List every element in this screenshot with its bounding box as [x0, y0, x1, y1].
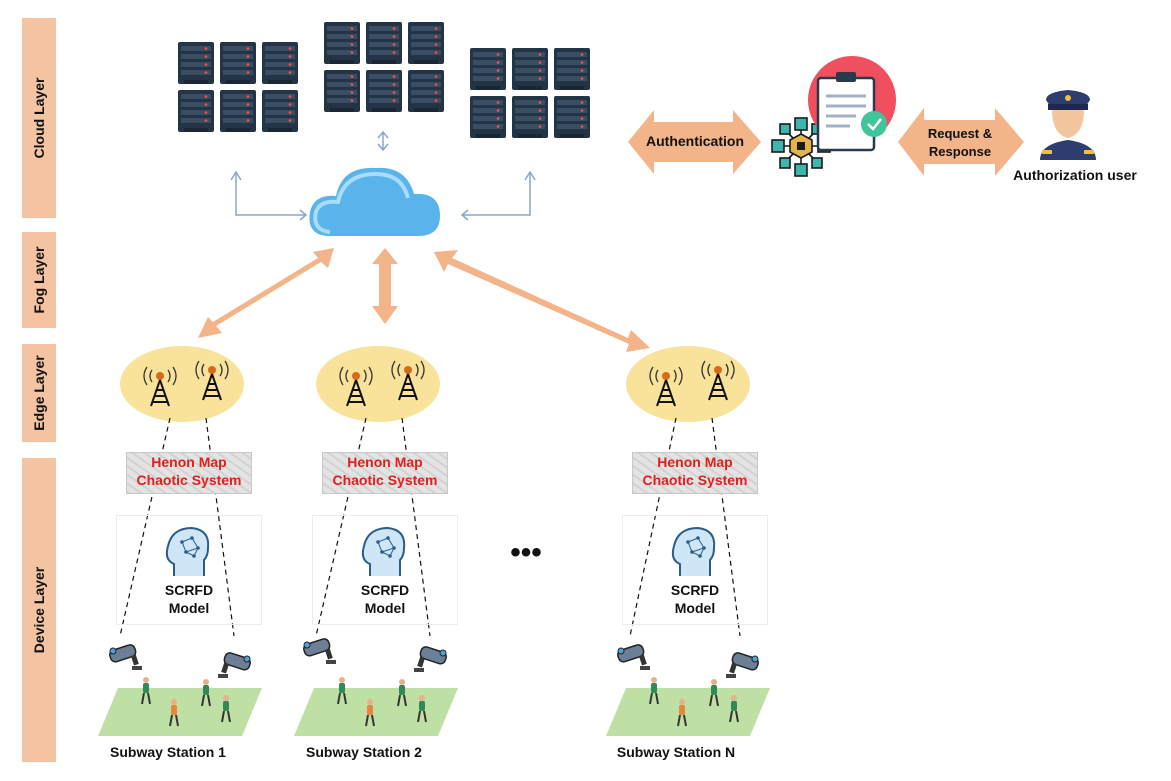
camera-icons	[107, 636, 761, 679]
station-label-n: Subway Station N	[616, 744, 736, 760]
model-word: Model	[674, 600, 716, 616]
authentication-arrow	[628, 110, 761, 174]
fog-arrows	[198, 248, 650, 352]
cloud-icon	[309, 167, 440, 236]
henon-line1: Henon Map	[347, 454, 423, 470]
response-label: Response	[928, 144, 992, 159]
model-name: SCRFD	[360, 582, 410, 598]
edge-node-n	[626, 346, 750, 422]
scrfd-model-box-n: SCRFD Model	[622, 515, 768, 625]
server-cloud-connectors	[230, 130, 536, 221]
more-stations-ellipsis: •••	[510, 536, 542, 569]
station-scene-n	[606, 676, 770, 736]
model-word: Model	[168, 600, 210, 616]
station-label-1: Subway Station 1	[110, 744, 226, 760]
henon-line1: Henon Map	[657, 454, 733, 470]
station-scene-2	[294, 676, 458, 736]
server-rack-center	[324, 22, 444, 112]
henon-line2: Chaotic System	[332, 472, 438, 488]
henon-box-2: Henon Map Chaotic System	[322, 452, 448, 494]
request-label: Request &	[927, 126, 993, 141]
request-response-arrow	[898, 108, 1024, 176]
authentication-label: Authentication	[646, 133, 744, 149]
authorization-user-icon	[1040, 90, 1096, 160]
henon-line1: Henon Map	[151, 454, 227, 470]
edge-node-1	[120, 346, 244, 422]
henon-line2: Chaotic System	[642, 472, 748, 488]
fog-layer-band: Fog Layer	[22, 232, 56, 328]
edge-layer-band: Edge Layer	[22, 344, 56, 442]
cloud-layer-band: Cloud Layer	[22, 18, 56, 218]
device-layer-band: Device Layer	[22, 458, 56, 762]
scrfd-model-box-1: SCRFD Model	[116, 515, 262, 625]
model-name: SCRFD	[164, 582, 214, 598]
clipboard-icon	[808, 56, 896, 152]
henon-box-1: Henon Map Chaotic System	[126, 452, 252, 494]
station-scene-1	[98, 676, 262, 736]
server-rack-right	[470, 48, 590, 138]
henon-box-n: Henon Map Chaotic System	[632, 452, 758, 494]
model-word: Model	[364, 600, 406, 616]
station-label-2: Subway Station 2	[306, 744, 422, 760]
scrfd-model-box-2: SCRFD Model	[312, 515, 458, 625]
server-rack-left	[178, 42, 298, 132]
henon-line2: Chaotic System	[136, 472, 242, 488]
model-name: SCRFD	[670, 582, 720, 598]
authorization-user-label: Authorization user	[1013, 167, 1137, 183]
edge-node-2	[316, 346, 440, 422]
